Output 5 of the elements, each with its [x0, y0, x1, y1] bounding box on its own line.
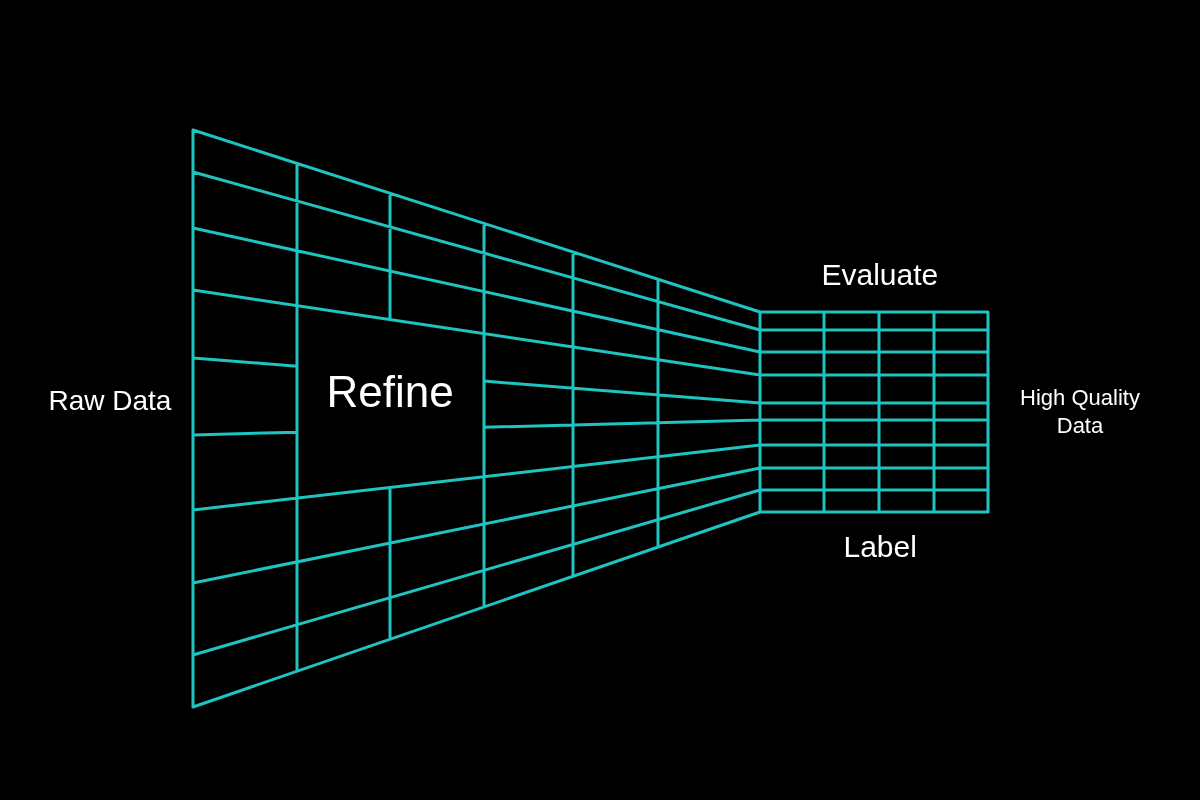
stage-label: Raw Data	[48, 384, 172, 418]
output-label: High Quality Data	[1019, 384, 1141, 439]
stage-heading: Refine	[326, 366, 454, 418]
stage-label: Evaluate	[821, 257, 939, 293]
stage-label: Label	[843, 529, 917, 565]
